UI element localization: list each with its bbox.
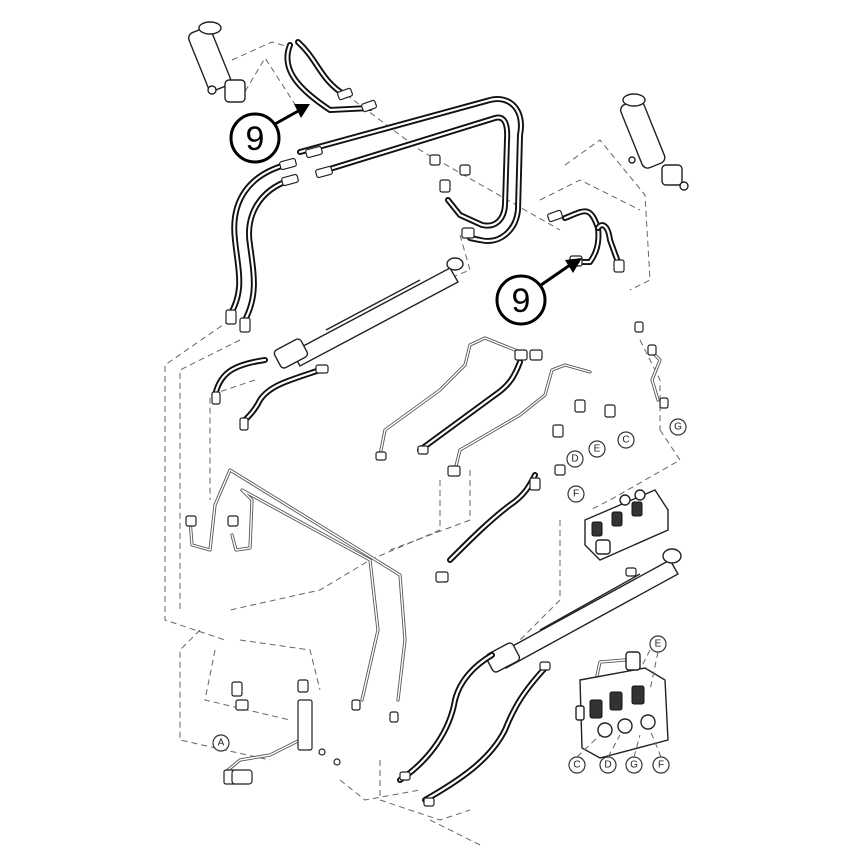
lift-cylinder-top-left	[187, 21, 246, 103]
callout-9-right: 9	[495, 258, 582, 326]
port-label-d-lower: D	[599, 756, 617, 774]
svg-text:C: C	[573, 760, 580, 771]
svg-text:E: E	[594, 444, 601, 455]
port-label-d-upper: D	[566, 450, 584, 468]
port-label-g-lower: G	[625, 756, 643, 774]
svg-text:E: E	[655, 639, 662, 650]
port-label-c-upper: C	[617, 431, 635, 449]
port-label-f-lower: F	[652, 756, 670, 774]
port-label-e-upper: E	[588, 440, 606, 458]
hoses	[212, 39, 621, 803]
svg-text:A: A	[218, 738, 225, 749]
port-label-g-upper: G	[669, 418, 687, 436]
svg-text:9: 9	[512, 282, 531, 320]
svg-text:G: G	[630, 760, 638, 771]
arrow-head-icon	[565, 258, 582, 273]
control-valve-detail	[575, 651, 669, 759]
arrow-head-icon	[294, 104, 310, 118]
port-label-a: A	[212, 734, 230, 752]
fittings	[185, 87, 669, 807]
svg-text:C: C	[622, 435, 629, 446]
tilt-cylinder-lower	[485, 548, 682, 673]
svg-text:D: D	[571, 454, 578, 465]
lift-cylinder-top-right	[619, 93, 689, 191]
port-label-e-lower: E	[649, 635, 667, 653]
svg-text:G: G	[674, 422, 682, 433]
tilt-cylinder-middle	[273, 257, 464, 369]
svg-text:F: F	[658, 760, 664, 771]
svg-text:9: 9	[246, 120, 265, 158]
port-label-c-lower: C	[568, 756, 586, 774]
svg-text:F: F	[573, 489, 579, 500]
control-valve-middle	[584, 489, 669, 561]
callout-9-top: 9	[229, 104, 310, 164]
port-labels: E C G D F E C D	[212, 418, 687, 774]
port-label-f-upper: F	[567, 485, 585, 503]
steel-tubes	[188, 336, 662, 772]
svg-text:D: D	[604, 760, 611, 771]
